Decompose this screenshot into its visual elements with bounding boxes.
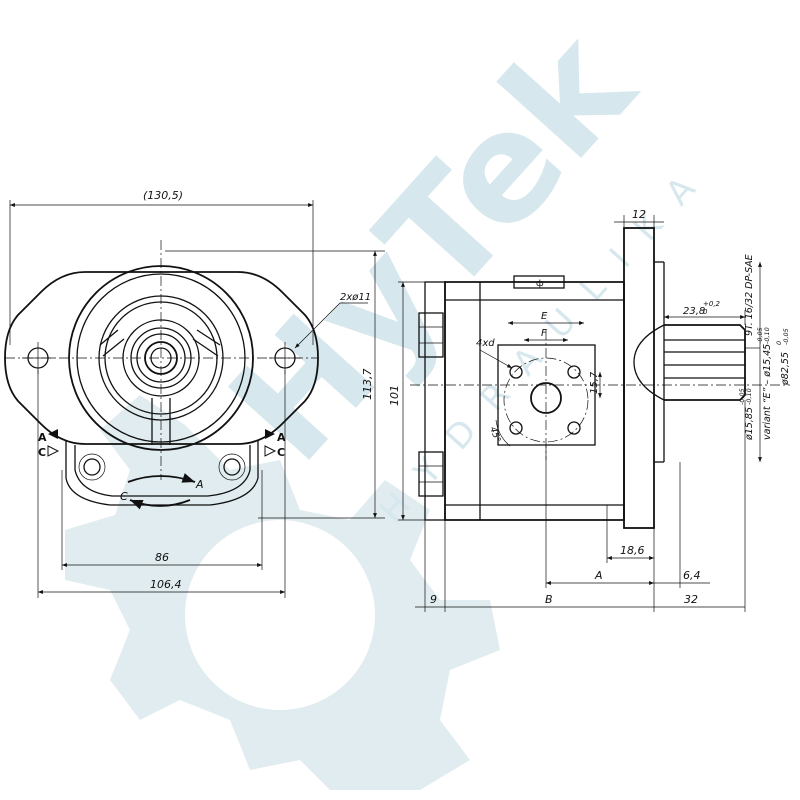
svg-text:-0,10: -0,10 [745,388,753,405]
front-outer-circle [68,265,254,451]
svg-text:-0,10: -0,10 [763,327,771,344]
front-view: C A A C A C (130,5) 2xø11 113,7 86 [4,189,385,598]
side-port-face [497,344,596,446]
svg-text:C: C [277,446,285,459]
svg-text:A: A [38,431,47,444]
svg-text:A: A [277,431,286,444]
dim-dia-15-85: ø15,85 [744,407,755,441]
watermark-gear-hole [185,520,375,710]
note-spline: 9T. 16/32 DP-SAE [744,254,755,336]
side-shaft [664,324,746,401]
note-variant: variant “E” – ø15,45 [762,344,773,440]
dim-port-e: E [541,311,548,322]
svg-text:ф: ф [536,279,544,289]
dim-18-6: 18,6 [620,544,645,557]
front-flange-outline [4,271,319,445]
dim-outer-width: 106,4 [150,578,182,591]
svg-text:0: 0 [775,341,783,345]
side-view: ф E F 4xd 45° 15,7 [388,208,791,612]
dim-port-f: F [541,328,547,339]
rotation-arrow-a-icon [127,473,196,483]
dim-a: A [594,569,603,582]
svg-text:+0,2: +0,2 [703,300,721,308]
rotation-arrow-c-icon [129,499,191,510]
side-bolt-head-bottom [418,451,444,497]
dim-holes: 4xd [476,338,495,349]
watermark-brand: HyTek [197,0,668,494]
svg-text:A: A [195,478,204,491]
svg-text:0: 0 [703,308,708,316]
svg-text:C: C [38,446,46,459]
dim-shaft-length: 23,8 [683,306,705,317]
dim-dia-82-55: ø82,55 [780,352,791,386]
dim-hole-note: 2xø11 [340,292,371,303]
dim-height-113-7: 113,7 [361,369,374,401]
front-shaft [144,341,178,375]
side-bolt-head-top [418,312,444,358]
svg-text:-0,05: -0,05 [782,328,790,345]
dim-6-4: 6,4 [683,569,701,582]
dim-15-7: 15,7 [589,371,600,394]
dim-bolt-spacing: 86 [155,551,169,564]
dim-9: 9 [430,593,437,606]
dim-32: 32 [684,593,698,606]
dim-height-101: 101 [388,385,401,406]
dim-overall-width: (130,5) [143,189,183,202]
svg-text:C: C [120,490,128,503]
svg-text:-0,05: -0,05 [738,388,746,405]
dim-flange-thickness: 12 [632,208,646,221]
side-port-opening [530,382,562,414]
dim-angle: 45° [487,426,502,444]
dim-b: B [545,593,553,606]
front-lower-body [65,440,259,506]
